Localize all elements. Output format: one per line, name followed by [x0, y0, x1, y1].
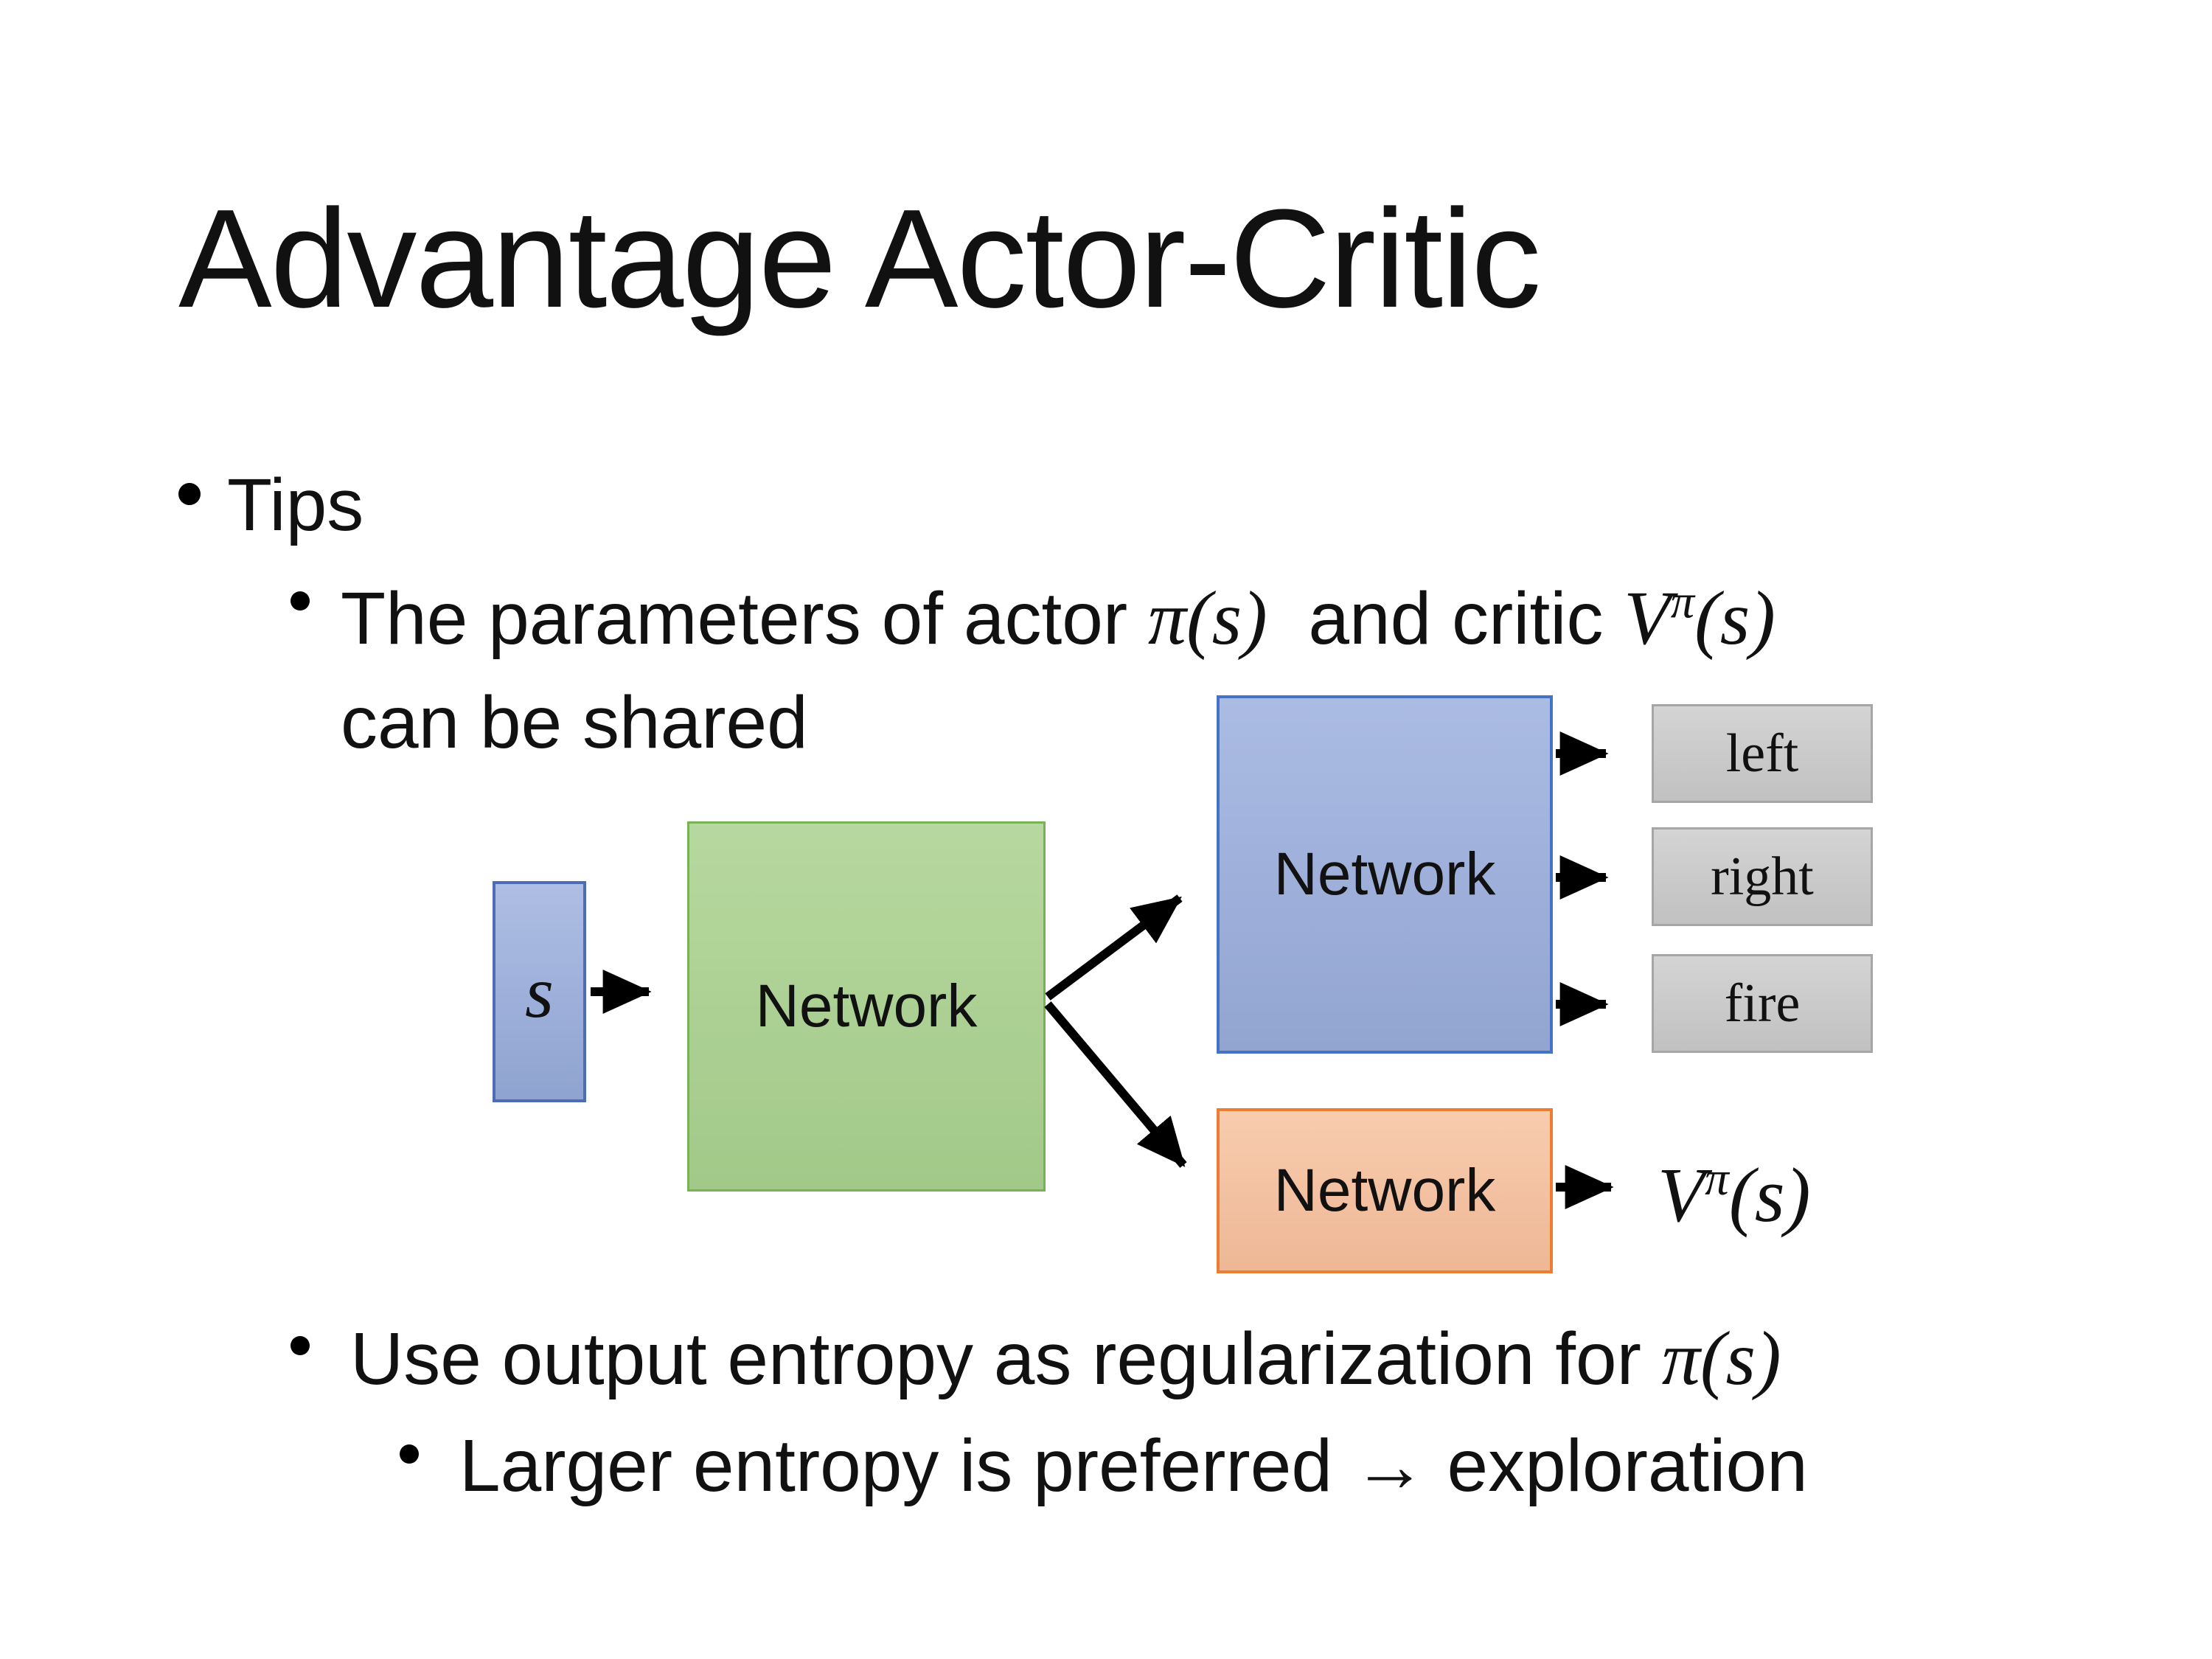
action-label-left: left — [1725, 723, 1799, 784]
bullet-dot-shared — [291, 591, 310, 611]
value-sup: π — [1705, 1152, 1729, 1206]
math-pi-s-2: π(s) — [1661, 1316, 1781, 1401]
actor-network-label: Network — [1273, 841, 1496, 908]
value-output-label: Vπ(s) — [1658, 1150, 1811, 1239]
math-pi-s: π(s) — [1147, 576, 1267, 661]
bullet-shared-line2: can be shared — [341, 681, 808, 764]
bullet-entropy: Use output entropy as regularization for… — [350, 1318, 1781, 1399]
arrow-shared-to-critic — [1044, 1001, 1187, 1168]
bullet-shared-line1: The parameters of actor π(s) and critic … — [341, 578, 1775, 658]
bullet-dot-exploration — [400, 1444, 419, 1464]
shared-text-mid: and critic — [1267, 577, 1624, 660]
action-label-right: right — [1711, 846, 1814, 907]
action-box-left: left — [1652, 704, 1873, 803]
state-label: s — [525, 950, 554, 1033]
shared-text-pre: The parameters of actor — [341, 577, 1148, 660]
actor-network-box: Network — [1217, 695, 1553, 1054]
math-v-args: (s) — [1694, 576, 1775, 661]
action-label-fire: fire — [1724, 973, 1801, 1034]
bullet-exploration: Larger entropy is preferred → exploratio… — [459, 1425, 1808, 1507]
state-input-box: s — [493, 881, 586, 1102]
math-v-base: V — [1624, 576, 1671, 661]
value-args: (s) — [1728, 1152, 1811, 1238]
critic-network-box: Network — [1217, 1108, 1553, 1273]
arrow-shared-to-actor — [1045, 894, 1183, 1001]
bullet-dot-entropy — [291, 1336, 310, 1355]
entropy-text-pre: Use output entropy as regularization for — [350, 1318, 1662, 1400]
value-base: V — [1658, 1152, 1705, 1238]
bullet-dot-tips — [178, 483, 201, 505]
critic-network-label: Network — [1273, 1157, 1496, 1224]
math-v-sup: π — [1670, 575, 1695, 628]
bullet-tips: Tips — [227, 464, 364, 546]
shared-network-label: Network — [755, 973, 978, 1040]
action-box-right: right — [1652, 827, 1873, 926]
shared-network-box: Network — [687, 821, 1046, 1192]
slide-title: Advantage Actor-Critic — [178, 181, 1541, 337]
action-box-fire: fire — [1652, 954, 1873, 1053]
math-v-pi-s: Vπ(s) — [1624, 576, 1775, 661]
